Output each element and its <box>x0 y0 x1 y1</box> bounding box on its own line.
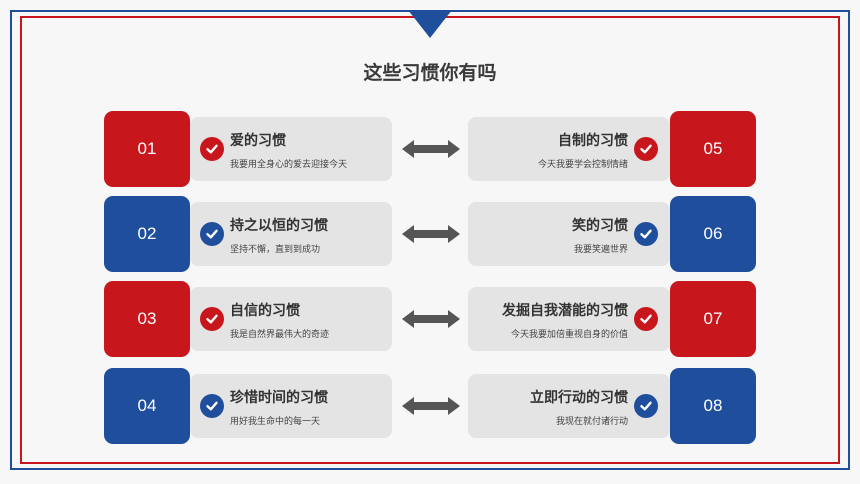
habit-card: 珍惜时间的习惯用好我生命中的每一天 <box>190 374 392 438</box>
habit-number-badge: 06 <box>670 196 756 272</box>
habit-heading: 珍惜时间的习惯 <box>230 390 328 406</box>
habit-card: 自信的习惯我是自然界最伟大的奇迹 <box>190 287 392 351</box>
double-arrow-icon <box>402 396 460 416</box>
habit-card: 持之以恒的习惯坚持不懈，直到到成功 <box>190 202 392 266</box>
habit-number-badge: 04 <box>104 368 190 444</box>
habit-description: 坚持不懈，直到到成功 <box>230 245 321 255</box>
checkmark-icon <box>634 307 658 331</box>
page-title: 这些习惯你有吗 <box>363 62 497 84</box>
double-arrow-icon <box>402 224 460 244</box>
habit-number-badge: 08 <box>670 368 756 444</box>
checkmark-icon <box>200 137 224 161</box>
double-arrow-icon <box>402 139 460 159</box>
habit-description: 我要笑遍世界 <box>573 245 628 255</box>
habit-description: 用好我生命中的每一天 <box>230 417 321 427</box>
habit-heading: 爱的习惯 <box>230 133 286 149</box>
top-triangle-decoration <box>408 10 452 38</box>
habit-heading: 立即行动的习惯 <box>530 390 628 406</box>
habit-number-badge: 03 <box>104 281 190 357</box>
checkmark-icon <box>200 222 224 246</box>
habit-card: 立即行动的习惯我现在就付诸行动 <box>468 374 670 438</box>
habit-card: 笑的习惯我要笑遍世界 <box>468 202 670 266</box>
checkmark-icon <box>634 394 658 418</box>
checkmark-icon <box>200 307 224 331</box>
habit-heading: 自制的习惯 <box>558 133 628 149</box>
habit-description: 我要用全身心的爱去迎接今天 <box>230 160 348 170</box>
habit-heading: 持之以恒的习惯 <box>230 218 328 234</box>
habit-description: 今天我要加倍重视自身的价值 <box>510 330 628 340</box>
checkmark-icon <box>634 137 658 161</box>
habit-description: 我是自然界最伟大的奇迹 <box>230 330 330 340</box>
habit-number-badge: 02 <box>104 196 190 272</box>
habit-card: 发掘自我潜能的习惯今天我要加倍重视自身的价值 <box>468 287 670 351</box>
habit-number-badge: 01 <box>104 111 190 187</box>
habit-description: 今天我要学会控制情绪 <box>537 160 628 170</box>
habit-heading: 发掘自我潜能的习惯 <box>502 303 628 319</box>
habit-card: 爱的习惯我要用全身心的爱去迎接今天 <box>190 117 392 181</box>
checkmark-icon <box>634 222 658 246</box>
habit-number-badge: 07 <box>670 281 756 357</box>
habit-card: 自制的习惯今天我要学会控制情绪 <box>468 117 670 181</box>
habit-description: 我现在就付诸行动 <box>555 417 628 427</box>
habit-heading: 自信的习惯 <box>230 303 300 319</box>
double-arrow-icon <box>402 309 460 329</box>
habit-number-badge: 05 <box>670 111 756 187</box>
habit-heading: 笑的习惯 <box>572 218 628 234</box>
checkmark-icon <box>200 394 224 418</box>
